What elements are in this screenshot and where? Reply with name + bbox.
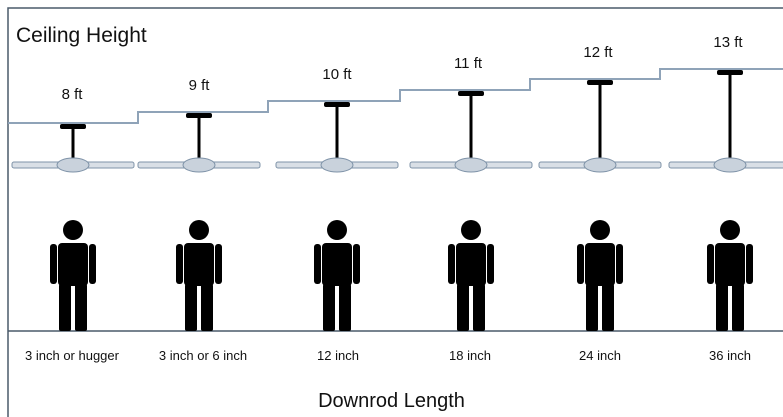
- height-label-5: 13 ft: [713, 34, 743, 51]
- downrod-label-2: 12 inch: [317, 348, 359, 363]
- ceiling-mount-1: [186, 113, 212, 118]
- downrod-label-3: 18 inch: [449, 348, 491, 363]
- fan-hub-3: [454, 157, 488, 173]
- person-icon: [176, 220, 222, 331]
- person-icon: [707, 220, 753, 331]
- frame-border: [7, 7, 783, 417]
- fan-hub-4: [583, 157, 617, 173]
- ceiling-mount-3: [458, 91, 484, 96]
- fan-hub-2: [320, 157, 354, 173]
- downrod-label-0: 3 inch or hugger: [25, 348, 119, 363]
- person-icon: [50, 220, 96, 331]
- fan-hub-1: [182, 157, 216, 173]
- ceiling-mount-0: [60, 124, 86, 129]
- fan-hub-5: [713, 157, 747, 173]
- person-icon: [448, 220, 494, 331]
- fan-hub-0: [56, 157, 90, 173]
- x-axis-label: Downrod Length: [318, 390, 465, 412]
- ceiling-mount-4: [587, 80, 613, 85]
- height-label-0: 8 ft: [61, 86, 83, 103]
- person-icon: [577, 220, 623, 331]
- diagram-title: Ceiling Height: [16, 24, 147, 47]
- person-icon: [314, 220, 360, 331]
- downrod-label-5: 36 inch: [709, 348, 751, 363]
- height-label-4: 12 ft: [583, 44, 613, 61]
- ceiling-line: [8, 68, 783, 124]
- height-label-3: 11 ft: [453, 55, 483, 72]
- downrod-label-1: 3 inch or 6 inch: [158, 348, 248, 363]
- height-label-1: 9 ft: [188, 77, 210, 94]
- downrod-label-4: 24 inch: [579, 348, 621, 363]
- ceiling-mount-5: [717, 70, 743, 75]
- ceiling-mount-2: [324, 102, 350, 107]
- height-label-2: 10 ft: [322, 66, 352, 83]
